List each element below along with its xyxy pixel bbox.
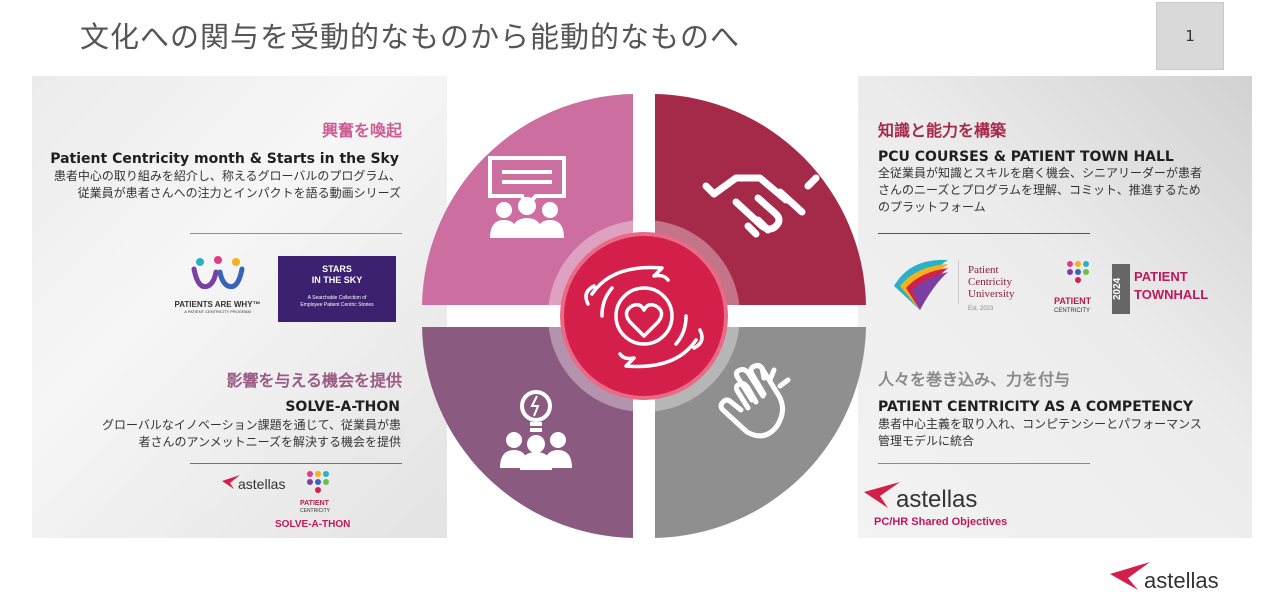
divider-q4 [878,463,1090,464]
divider-q2 [878,233,1090,234]
description-impact: グローバルなイノベーション課題を通じて、従業員が患 者さんのアンメットニーズを解… [101,418,401,449]
chat-audience-icon [488,156,566,238]
solve-a-thon-logo: astellas PATIENT CENTRICITY SOLVE-A-THON [220,470,395,530]
pcu-logo: Patient Centricity University Est. 2023 [890,256,1040,318]
pc-hr-objectives-logo: astellas PC/HR Shared Objectives [862,478,1042,534]
subtitle-solve-a-thon: SOLVE-A-THON [285,399,400,415]
center-circle [560,232,728,400]
pcu-shield-icon [894,259,948,310]
lightbulb-team-icon [500,390,572,470]
slide-title: 文化への関与を受動的なものから能動的なものへ [80,20,741,54]
heading-impact: 影響を与える機会を提供 [226,371,402,390]
subtitle-pcu-courses: PCU COURSES & PATIENT TOWN HALL [878,149,1174,165]
divider-q1 [190,233,402,234]
description-empower: 患者中心主義を取り入れ、コンピテンシーとパフォーマンス 管理モデルに統合 [878,417,1202,448]
astellas-star-icon-2 [864,482,900,508]
background-photo-right [858,76,1252,538]
caring-hands-heart-icon [584,265,704,369]
patient-centricity-dots-icon-2 [1067,261,1089,283]
engagement-quadrant-graphic [422,94,866,538]
heading-excitement: 興奮を喚起 [321,121,402,140]
patient-centricity-dots-icon [307,471,329,493]
heading-empower: 人々を巻き込み、力を付与 [878,370,1071,389]
astellas-star-icon-footer [1110,562,1150,590]
description-knowledge: 全従業員が知識とスキルを磨く機会、シニアリーダーが患者 さんのニーズとプログラム… [878,166,1203,214]
subtitle-competency: PATIENT CENTRICITY AS A COMPETENCY [878,399,1193,415]
stars-in-the-sky-logo: STARS IN THE SKY A Searchable Collection… [278,256,396,322]
clapping-hands-icon [718,363,791,439]
description-excitement: 患者中心の取り組みを紹介し、称えるグローバルのプログラム、 従業員が患者さんへの… [53,169,401,200]
heading-knowledge: 知識と能力を構築 [878,121,1007,140]
subtitle-pc-month: Patient Centricity month & Starts in the… [50,151,399,167]
footer-astellas-logo: astellas [1108,558,1248,598]
astellas-star-icon [222,475,240,489]
divider-q3 [190,463,402,464]
patients-are-why-logo: PATIENTS ARE WHY™ A PATIENT CENTRICITY P… [160,256,275,322]
patients-are-why-emblem [191,256,244,290]
quadrant-empower [655,327,866,538]
handshake-icon [702,174,820,238]
quadrant-impact [422,327,633,538]
patient-townhall-logo: PATIENT CENTRICITY 2024 PATIENT TOWNHALL [1052,260,1212,320]
page-number: 1 [1156,2,1224,70]
